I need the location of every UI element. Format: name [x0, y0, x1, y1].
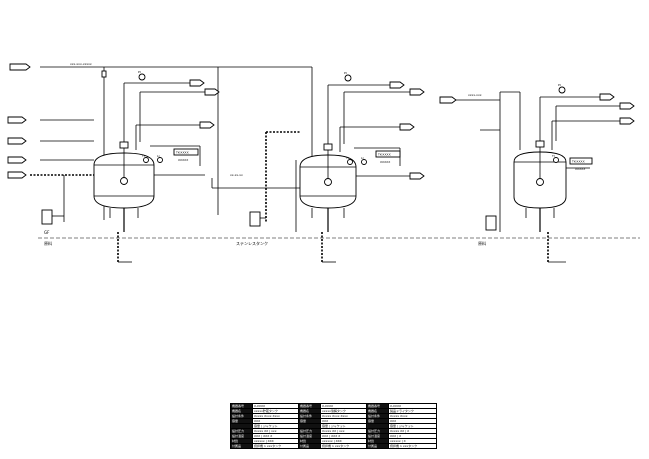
spec-1-value: 撹拌機 1 xxxタンク — [252, 443, 301, 449]
area-label-2: ステンレスタンク — [236, 240, 268, 246]
tank-3-drum — [485, 215, 497, 231]
tank-1-temp-indicator — [143, 157, 149, 163]
tank-2-temp-indicator — [347, 159, 353, 165]
tank-2-drum — [249, 211, 261, 227]
tank-3-temp-indicator — [553, 157, 559, 163]
tank-2-pi-tag: PI — [344, 71, 347, 75]
tank-1-agitator-motor — [119, 141, 129, 149]
tank-2-impeller — [324, 178, 332, 186]
header-inlet-arrow — [9, 63, 31, 71]
tank-3-impeller — [536, 178, 544, 186]
tank-2-li-tag: LI — [361, 156, 364, 160]
tank-1-ti-tag: TI — [141, 154, 145, 158]
spec-2-value: 撹拌機 1 xxxタンク — [320, 443, 369, 449]
spec-2-key: 付属品 — [298, 443, 321, 449]
tank-1-impeller — [120, 177, 128, 185]
area-label-1: 原料 — [44, 240, 52, 246]
tank-1-level-indicator — [157, 157, 163, 163]
tank-3-badge: TK-XXXX — [571, 160, 585, 164]
tank-3-agitator-motor — [535, 140, 545, 148]
tank-1-drum — [41, 209, 53, 225]
tank-2-badge-box — [375, 150, 401, 158]
tank-2: PI TI LI TK-XXXX XXXXX ステンレスタンク xx-xx-xx — [230, 71, 425, 263]
tank-3-pi-tag: PI — [558, 83, 561, 87]
tank-3: PI TI TK-XXXX XXXXX 原料 xxxx-xxx — [439, 83, 635, 263]
tank-1-pressure-gauge — [138, 73, 146, 81]
tank-1: PI TI LI TK-XXXX XXXXX 原料 xxx-xxx-xxxxx — [7, 62, 300, 263]
ground-label: GF — [44, 230, 50, 235]
tank-2-number: XXXXX — [380, 160, 390, 164]
tank-3-pressure-gauge — [558, 86, 566, 94]
tank-2-agitator-motor — [323, 143, 333, 151]
tank-1-badge-box — [173, 148, 199, 156]
area-label-3: 原料 — [478, 240, 486, 246]
tank-1-number: XXXXX — [178, 158, 188, 162]
line-label-2: xx-xx-xx — [230, 173, 243, 177]
header-valve — [101, 70, 107, 78]
spec-3-value: 撹拌機 1 xxxタンク — [388, 443, 437, 449]
tank-1-badge: TK-XXXX — [175, 151, 189, 155]
tank-1-pi-tag: PI — [138, 70, 141, 74]
tank-3-ti-tag: TI — [551, 154, 555, 158]
tank-1-li-tag: LI — [157, 154, 160, 158]
spec-1-key: 付属品 — [230, 443, 253, 449]
line-label-1: xxx-xxx-xxxxx — [70, 62, 92, 66]
tank-3-number: XXXXX — [575, 167, 585, 171]
tank-3-badge-box — [569, 157, 593, 165]
tank-2-level-indicator — [361, 159, 367, 165]
tank-2-ti-tag: TI — [345, 156, 349, 160]
spec-3-key: 付属品 — [366, 443, 389, 449]
tank-2-pressure-gauge — [344, 74, 352, 82]
tank-2-badge: TK-XXXX — [377, 153, 391, 157]
line-label-3: xxxx-xxx — [468, 93, 482, 97]
